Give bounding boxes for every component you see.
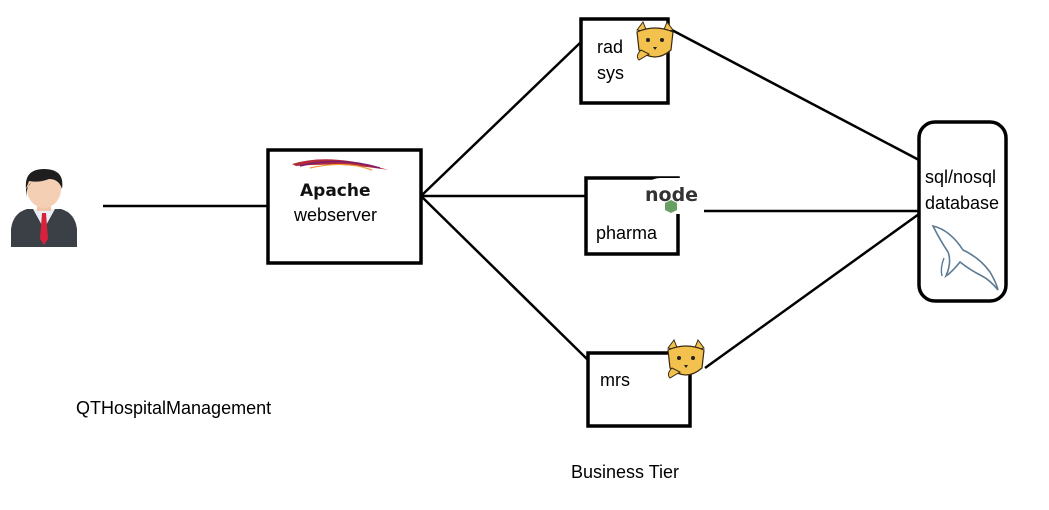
radsys-label-line2: sys [597,63,624,83]
tomcat-icon [636,20,674,61]
database-box [917,120,1008,303]
connections [103,26,920,370]
radsys-node: rad sys [579,17,674,105]
user-icon [11,169,77,247]
app-name-caption: QTHospitalManagement [76,398,271,418]
edge-mrs-database [704,212,920,370]
radsys-label-line1: rad [597,37,623,57]
apache-logo-text: Apache [300,181,371,201]
tomcat-icon [667,338,705,379]
webserver-box [266,148,423,265]
nodejs-logo-text: node [645,184,698,206]
business-tier-caption: Business Tier [571,462,679,482]
node-logo-background [642,178,699,214]
webserver-node: Apache webserver [266,148,423,265]
apache-feather-icon [292,159,388,171]
edge-webserver-mrs [420,195,589,361]
mrs-node: mrs [586,338,705,428]
database-label-line2: database [925,193,999,213]
database-label-line1: sql/nosql [925,167,996,187]
nodejs-icon: node [645,184,698,213]
mysql-dolphin-icon [931,224,999,291]
webserver-label: webserver [293,205,377,225]
edge-radsys-database [667,26,920,162]
pharma-label: pharma [596,223,658,243]
edge-webserver-radsys [420,41,582,197]
database-node: sql/nosql database [917,120,1008,303]
mrs-label: mrs [600,370,630,390]
pharma-node: node pharma [584,176,699,256]
